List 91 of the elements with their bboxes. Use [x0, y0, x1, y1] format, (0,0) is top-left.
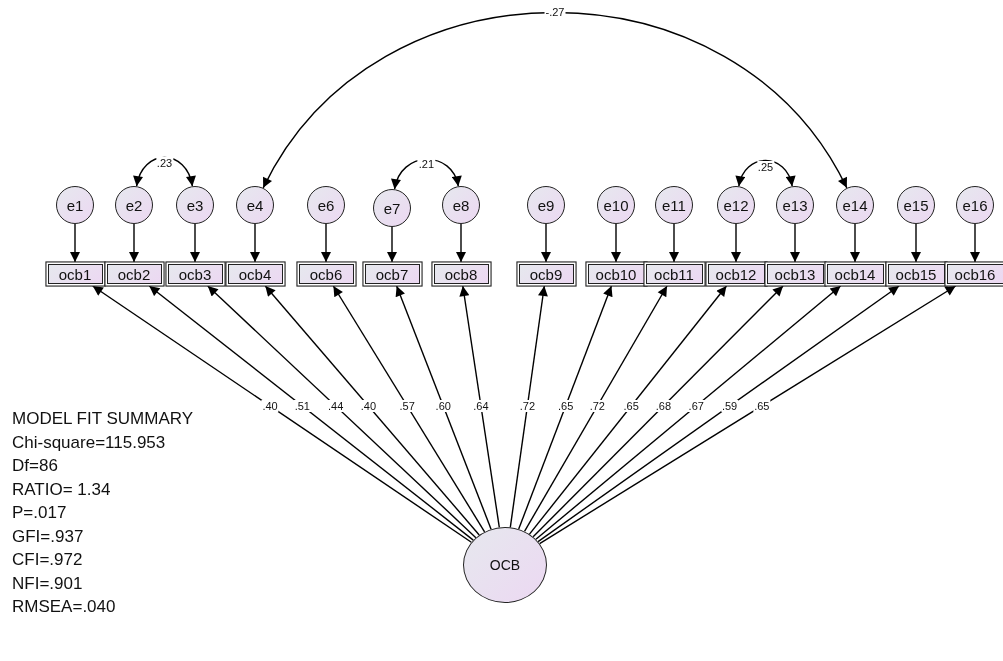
indicator-box: ocb7: [364, 264, 420, 284]
arrow: [509, 285, 548, 528]
edge-label: .72: [518, 400, 537, 412]
arrow: [541, 223, 551, 263]
fit-statistic: RATIO= 1.34: [12, 478, 111, 500]
error-circle: e13: [776, 186, 814, 224]
indicator-box: ocb13: [766, 264, 824, 284]
error-circle: e10: [597, 186, 635, 224]
edge-label: .57: [398, 400, 416, 412]
indicator-box: ocb12: [707, 264, 765, 284]
arrow: [790, 223, 800, 263]
edge-label: .40: [359, 400, 378, 412]
edge-label: .65: [753, 400, 771, 412]
edge-label: .65: [557, 400, 575, 412]
latent-ellipse: OCB: [463, 527, 547, 603]
edge-label: .44: [326, 400, 345, 412]
error-circle: e6: [307, 186, 345, 224]
edge-label: .68: [654, 400, 673, 412]
edge-label: .40: [261, 400, 279, 412]
arrow: [332, 285, 486, 533]
error-circle: e3: [176, 186, 214, 224]
arrow: [911, 223, 921, 263]
indicator-box: ocb4: [227, 264, 283, 284]
error-circle: e11: [655, 186, 693, 224]
edge-label: -.27: [544, 6, 566, 18]
arrow: [518, 285, 613, 530]
arrow: [250, 223, 260, 263]
arrow: [456, 223, 466, 263]
edge-label: .65: [622, 400, 640, 412]
edge-label: .21: [417, 158, 436, 170]
arrow: [387, 226, 397, 263]
fit-statistic: Df=86: [12, 455, 58, 476]
indicator-box: ocb9: [518, 264, 574, 284]
error-circle: e12: [717, 186, 755, 224]
fit-statistic: NFI=.901: [12, 572, 83, 594]
arrow: [395, 285, 492, 530]
edge-label: .51: [293, 400, 311, 412]
indicator-box: ocb6: [298, 264, 354, 284]
arrow: [731, 223, 741, 263]
fit-statistic: RMSEA=.040: [12, 596, 116, 617]
edge-label: .64: [472, 400, 490, 412]
edge-label: .25: [756, 161, 775, 173]
error-circle: e1: [56, 186, 94, 224]
arrow: [190, 223, 200, 263]
error-circle: e2: [115, 186, 153, 224]
arrow: [148, 285, 474, 541]
edge-label: .59: [720, 400, 739, 412]
covariance-arrow: [134, 156, 195, 187]
arrow: [459, 285, 500, 529]
arrow: [532, 285, 784, 538]
arrow: [129, 223, 139, 263]
arrow: [523, 285, 668, 533]
indicator-box: ocb3: [167, 264, 223, 284]
arrow: [528, 285, 728, 535]
arrow: [264, 285, 480, 536]
arrow: [207, 285, 477, 539]
error-circle: e14: [836, 186, 874, 224]
fit-statistic: Chi-square=115.953: [12, 431, 166, 453]
indicator-box: ocb14: [826, 264, 884, 284]
indicator-box: ocb1: [47, 264, 103, 284]
arrow: [970, 223, 980, 263]
edge-label: .23: [155, 157, 174, 169]
fit-statistic: P=.017: [12, 502, 67, 523]
arrow: [669, 223, 679, 263]
covariance-arrow: [392, 158, 461, 190]
fit-statistic: GFI=.937: [12, 525, 84, 547]
arrow: [70, 223, 80, 263]
indicator-box: ocb16: [946, 264, 1003, 284]
edge-label: .72: [588, 400, 606, 412]
arrow: [850, 223, 860, 263]
edge-label: .67: [687, 400, 705, 412]
arrow: [92, 285, 473, 543]
error-circle: e9: [527, 186, 565, 224]
arrow: [321, 223, 331, 263]
indicator-box: ocb10: [587, 264, 645, 284]
fit-statistic: CFI=.972: [12, 549, 83, 570]
arrow: [535, 285, 842, 540]
indicator-box: ocb8: [433, 264, 489, 284]
summary-heading: MODEL FIT SUMMARY: [12, 408, 194, 429]
error-circle: e15: [897, 186, 935, 224]
indicator-box: ocb11: [645, 264, 703, 284]
covariance-arrow: [736, 159, 795, 187]
covariance-arrow: [262, 11, 848, 189]
error-circle: e4: [236, 186, 274, 224]
error-circle: e16: [956, 186, 994, 224]
edge-label: .60: [434, 400, 452, 412]
indicator-box: ocb2: [106, 264, 162, 284]
error-circle: e8: [442, 186, 480, 224]
indicator-box: ocb15: [887, 264, 945, 284]
error-circle: e7: [373, 189, 411, 227]
arrow: [611, 223, 621, 263]
